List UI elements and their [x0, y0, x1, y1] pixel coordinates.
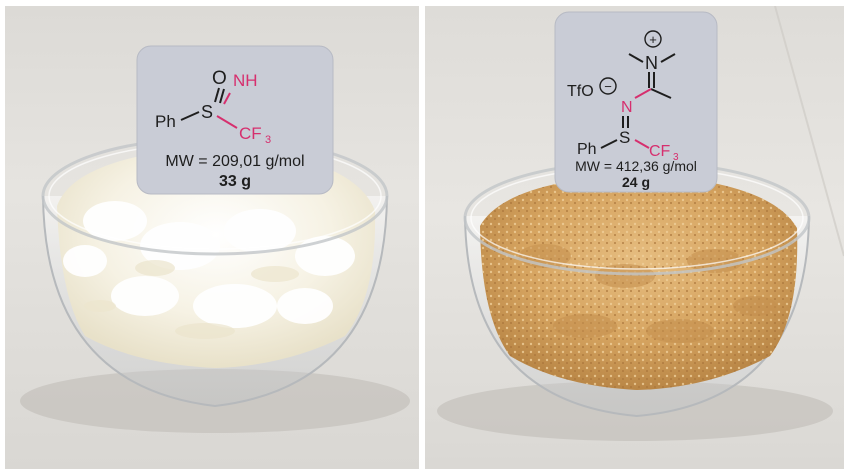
powder-clumps	[63, 201, 355, 328]
photo-left-white-powder: O NH Ph S CF 3 MW = 209,01 g/mol 33 g	[5, 6, 419, 469]
right-scene: + N TfO − N S Ph C	[437, 6, 844, 441]
label-card-left: O NH Ph S CF 3 MW = 209,01 g/mol 33 g	[136, 45, 334, 195]
atom-nh: NH	[233, 71, 258, 90]
atom-ph: Ph	[577, 141, 597, 158]
photo-right-tan-powder: + N TfO − N S Ph C	[425, 6, 844, 469]
atom-o: O	[212, 68, 227, 89]
powder-shadows	[84, 260, 299, 339]
atom-ph: Ph	[155, 112, 176, 131]
molecular-weight: MW = 209,01 g/mol	[165, 153, 304, 170]
atom-n-top: N	[645, 53, 658, 73]
plus-sign: +	[649, 32, 657, 47]
mass: 33 g	[219, 173, 251, 190]
label-card-right: + N TfO − N S Ph C	[554, 11, 718, 193]
atom-cf: CF	[239, 124, 262, 143]
atom-s: S	[619, 128, 630, 147]
molecular-weight: MW = 412,36 g/mol	[575, 158, 697, 174]
mass: 24 g	[622, 174, 650, 190]
atom-s: S	[201, 102, 213, 122]
minus-sign: −	[604, 79, 612, 94]
atom-cf: CF	[649, 143, 671, 160]
minus-charge-circle	[599, 77, 617, 95]
left-scene: O NH Ph S CF 3 MW = 209,01 g/mol 33 g	[20, 45, 410, 433]
atom-n-mid: N	[621, 99, 633, 116]
counterion-tfo: TfO	[567, 83, 594, 100]
subscript-3: 3	[265, 134, 271, 146]
subscript-3: 3	[673, 152, 679, 163]
plus-charge-circle	[644, 30, 662, 48]
